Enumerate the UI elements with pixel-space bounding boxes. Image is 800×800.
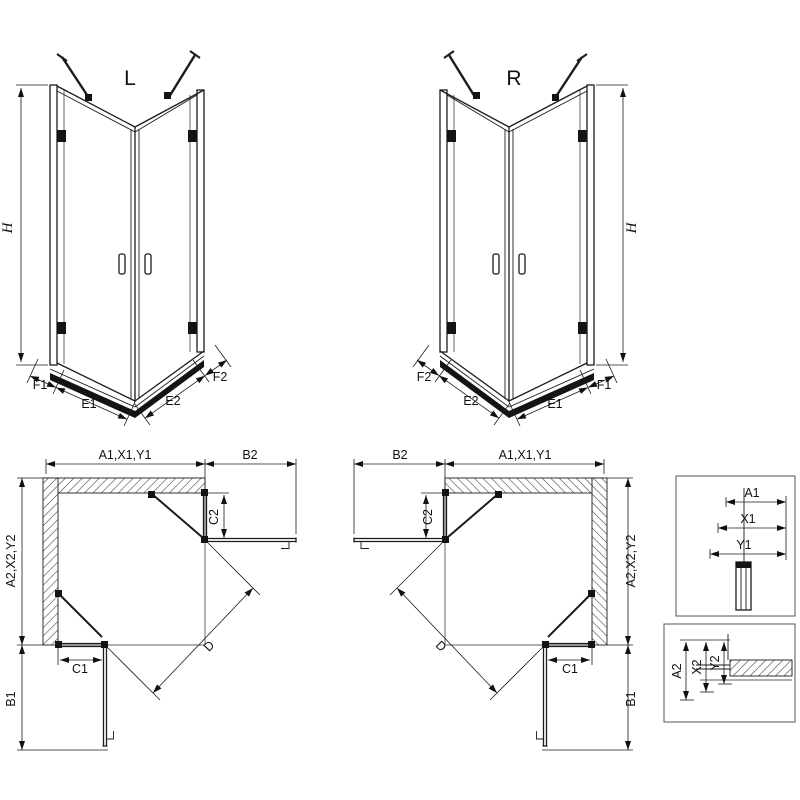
- dim-c2-left: C2: [207, 509, 221, 525]
- dim-e1-right: E1: [547, 397, 562, 411]
- dim-b1-right: B1: [624, 691, 638, 706]
- dim-f2-right: F2: [417, 370, 432, 384]
- dim-f1-right: F1: [597, 378, 612, 392]
- dim-a1-detail: A1: [744, 486, 759, 500]
- dim-b1-left: B1: [4, 691, 18, 706]
- dim-e2-right: E2: [463, 394, 478, 408]
- dim-y2-detail: Y2: [708, 655, 722, 670]
- dim-a2-detail: A2: [670, 663, 684, 678]
- variant-label-left: L: [124, 67, 136, 90]
- dim-a1x1y1-left: A1,X1,Y1: [99, 448, 152, 462]
- detail-frame: [663, 623, 796, 723]
- dim-c2-right: C2: [421, 509, 435, 525]
- wall-profile-section: [735, 561, 752, 611]
- perspective-view-right: R H F2 E2 E1 F1: [413, 51, 640, 426]
- dim-a2x2y2-left: A2,X2,Y2: [4, 535, 18, 588]
- dim-a1x1y1-right: A1,X1,Y1: [499, 448, 552, 462]
- detail-view-bottom: A2 X2 Y2: [663, 623, 796, 723]
- plan-view-left: A1,X1,Y1 B2 C2 A2,X2,Y2 C1 D B1: [4, 448, 296, 750]
- dim-c1-left: C1: [72, 662, 88, 676]
- height-label-right: H: [624, 221, 640, 234]
- dim-x1-detail: X1: [740, 512, 755, 526]
- plan-view-right: B2 A1,X1,Y1 C2 A2,X2,Y2 C1 D B1: [354, 448, 638, 750]
- dim-y1-detail: Y1: [736, 538, 751, 552]
- dim-f2-left: F2: [213, 370, 228, 384]
- dim-f1-left: F1: [33, 378, 48, 392]
- dim-e1-left: E1: [81, 397, 96, 411]
- dim-c1-right: C1: [562, 662, 578, 676]
- dim-a2x2y2-right: A2,X2,Y2: [624, 535, 638, 588]
- detail-frame: [675, 475, 796, 617]
- dim-b2-right: B2: [392, 448, 407, 462]
- height-label-left: H: [0, 221, 16, 234]
- perspective-view-left: L H F1 E1 E2 F2: [0, 51, 231, 426]
- dim-x2-detail: X2: [690, 659, 704, 674]
- dim-e2-left: E2: [165, 394, 180, 408]
- wall-profile-section: [696, 659, 793, 681]
- dim-b2-left: B2: [242, 448, 257, 462]
- variant-label-right: R: [506, 67, 521, 90]
- detail-view-top: A1 X1 Y1: [675, 475, 796, 617]
